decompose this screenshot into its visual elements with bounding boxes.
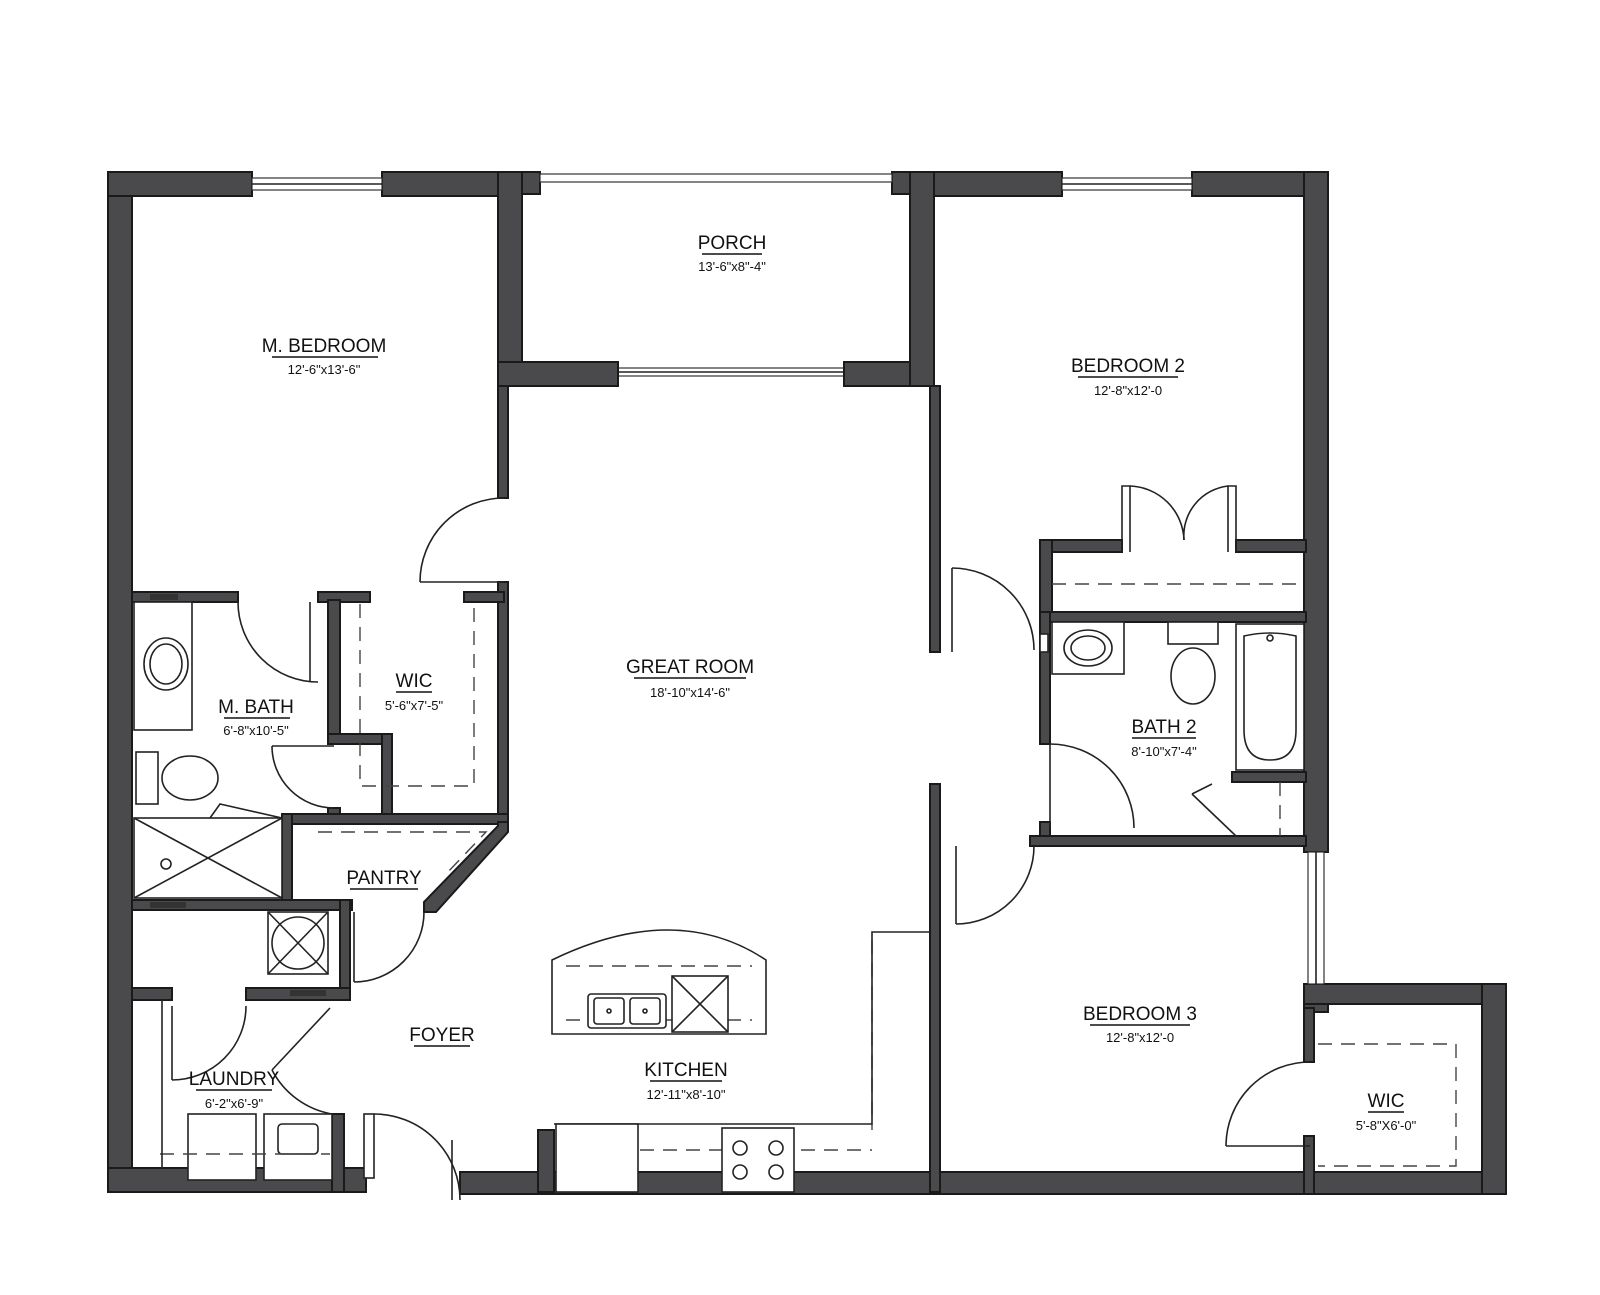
label-master-bath-size: 6'-8"x10'-5" xyxy=(223,723,289,738)
doors xyxy=(171,485,1311,1201)
label-kitchen-name: KITCHEN xyxy=(644,1060,727,1081)
label-wic-master-name: WIC xyxy=(396,671,433,692)
label-master-bedroom-size: 12'-6"x13'-6" xyxy=(288,362,361,377)
label-pantry-name: PANTRY xyxy=(346,868,422,889)
label-foyer-name: FOYER xyxy=(409,1025,474,1046)
windows xyxy=(251,173,1325,985)
label-porch-size: 13'-6"x8"-4" xyxy=(698,259,766,274)
exterior-walls xyxy=(107,171,1507,1195)
label-wic-master-size: 5'-6"x7'-5" xyxy=(385,698,444,713)
label-laundry-size: 6'-2"x6'-9" xyxy=(205,1096,264,1111)
label-great-room-name: GREAT ROOM xyxy=(626,657,754,678)
label-master-bath-name: M. BATH xyxy=(218,697,294,718)
porch-walls xyxy=(497,171,935,387)
label-wic-bedroom3-size: 5'-8"X6'-0" xyxy=(1356,1118,1417,1133)
label-bedroom2-name: BEDROOM 2 xyxy=(1071,356,1185,377)
label-bedroom3-name: BEDROOM 3 xyxy=(1083,1004,1197,1025)
label-laundry-name: LAUNDRY xyxy=(189,1069,280,1090)
label-bath2-size: 8'-10"x7'-4" xyxy=(1131,744,1197,759)
label-kitchen-size: 12'-11"x8'-10" xyxy=(647,1087,726,1102)
label-bedroom3-size: 12'-8"x12'-0 xyxy=(1106,1030,1174,1045)
kitchen-fixtures xyxy=(551,929,930,1193)
label-great-room-size: 18'-10"x14'-6" xyxy=(650,685,730,700)
label-bath2-name: BATH 2 xyxy=(1131,717,1196,738)
label-wic-bedroom3-name: WIC xyxy=(1368,1091,1405,1112)
label-porch-name: PORCH xyxy=(698,233,767,254)
room-labels: PORCH 13'-6"x8"-4" M. BEDROOM 12'-6"x13'… xyxy=(189,233,1417,1133)
label-master-bedroom-name: M. BEDROOM xyxy=(262,336,387,357)
label-bedroom2-size: 12'-8"x12'-0 xyxy=(1094,383,1162,398)
bath-fixtures xyxy=(133,594,1305,1181)
